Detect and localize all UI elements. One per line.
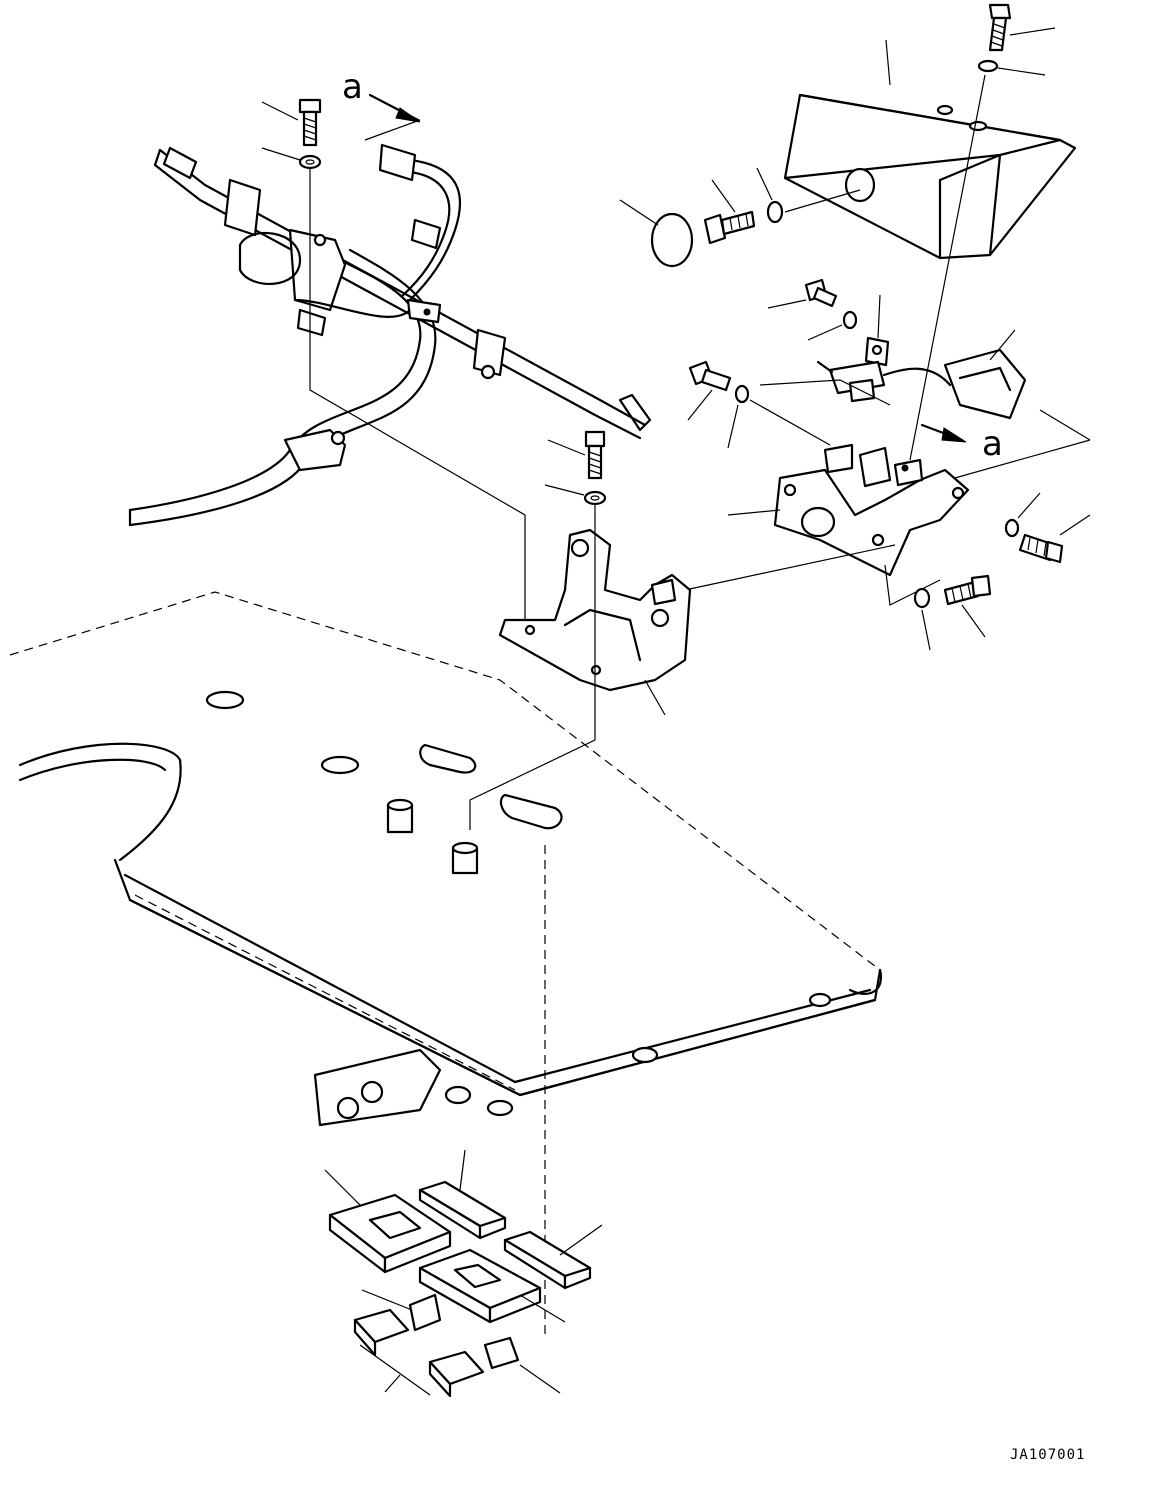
mount-bracket [469, 430, 692, 830]
floor-plate [9, 591, 883, 1340]
bracket-fasteners [913, 492, 1091, 651]
wiring-harness [128, 98, 652, 625]
rubber-pad-set [324, 1149, 603, 1398]
cover-side-fasteners [619, 167, 861, 268]
switch-bracket [684, 443, 970, 606]
view-arrow-a-upper: a [342, 67, 421, 141]
cover-box [783, 39, 1077, 260]
cover-top-fasteners [909, 3, 1056, 461]
drawing-code: JA107001 [1010, 1447, 1086, 1463]
view-marker-upper: a [342, 67, 363, 107]
view-arrow-a-right: a [920, 423, 1003, 464]
view-marker-right: a [982, 424, 1003, 464]
switch-assembly [687, 278, 1091, 486]
